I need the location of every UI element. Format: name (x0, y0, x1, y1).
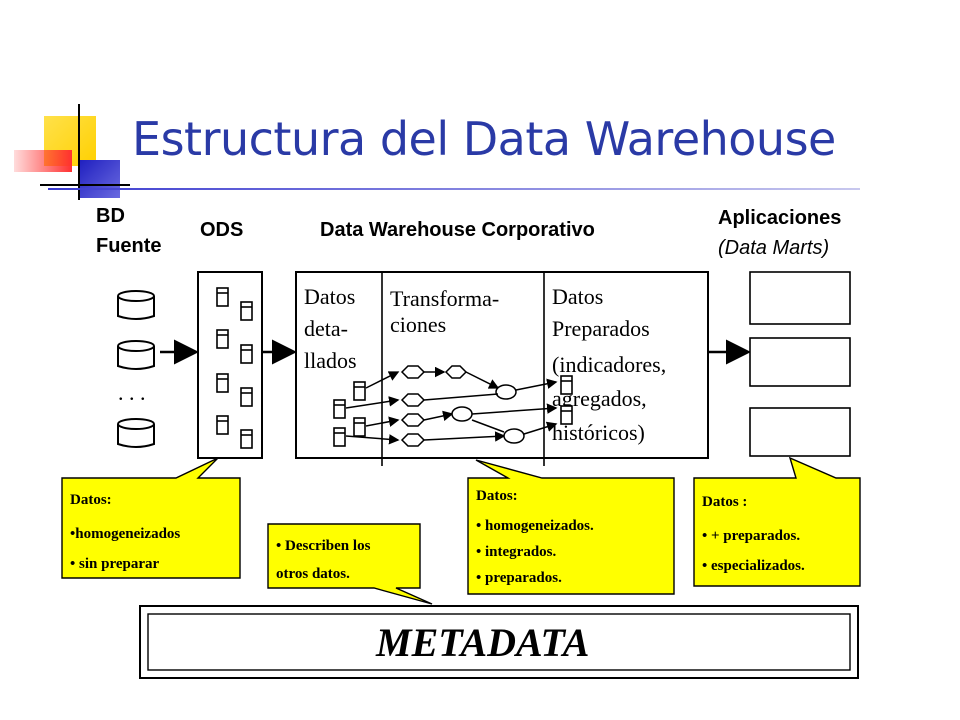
callout-dw-bubble (467, 459, 675, 595)
callout-ods-line2: •homogeneizados (70, 526, 180, 542)
header-bd-line1: BD (96, 205, 125, 227)
metadata-label: METADATA (375, 620, 589, 665)
detail-table-icons (333, 381, 366, 447)
dw-preparados-line1: Datos (552, 284, 603, 309)
header-apps-line2: (Data Marts) (718, 237, 829, 259)
header-apps-line1: Aplicaciones (718, 207, 841, 229)
data-mart-box (749, 407, 851, 457)
callout-metadata-line2: otros datos. (276, 566, 350, 582)
source-database-icon (117, 418, 155, 448)
data-mart-box (749, 337, 851, 387)
callout-apps-line2: • + preparados. (702, 528, 800, 544)
deco-horizontal-line (40, 184, 130, 186)
dw-detallados-line3: llados (304, 348, 357, 373)
dw-preparados-line3: (indicadores, (552, 352, 666, 377)
title-underline (48, 188, 860, 190)
dw-detallados-line2: deta- (304, 316, 348, 341)
callout-dw-line3: • integrados. (476, 544, 557, 560)
header-bd-line2: Fuente (96, 235, 162, 257)
data-mart-box (749, 271, 851, 325)
dw-detallados-line1: Datos (304, 284, 355, 309)
source-database-icon (117, 290, 155, 320)
callout-apps-bubble (693, 456, 861, 587)
deco-blue-square (80, 160, 120, 198)
dw-transformaciones-line2: ciones (390, 312, 446, 337)
slide-title: Estructura del Data Warehouse (132, 112, 836, 166)
metadata-bar-inner (147, 613, 851, 671)
sources-ellipsis: . . . (118, 380, 146, 405)
deco-red-square (14, 150, 72, 172)
callout-metadata-line1: • Describen los (276, 538, 371, 554)
prepared-table-icons (560, 375, 573, 425)
callout-ods-line3: • sin preparar (70, 556, 159, 572)
callout-dw-line2: • homogeneizados. (476, 518, 594, 534)
dw-transformaciones-line1: Transforma- (390, 286, 499, 311)
header-ods: ODS (200, 219, 243, 241)
callout-ods-line1: Datos: (70, 492, 112, 508)
ods-table-icons (216, 287, 253, 449)
source-database-icon (117, 340, 155, 370)
transformation-flow (345, 365, 558, 447)
callout-apps-line1: Datos : (702, 494, 747, 510)
callout-dw-line4: • preparados. (476, 570, 562, 586)
dw-preparados-line2: Preparados (552, 316, 650, 341)
callout-metadata-bubble (267, 523, 433, 605)
callout-ods-bubble (61, 457, 241, 579)
deco-vertical-line (78, 104, 80, 200)
callout-dw-line1: Datos: (476, 488, 518, 504)
callout-apps-line3: • especializados. (702, 558, 805, 574)
header-dw: Data Warehouse Corporativo (320, 219, 595, 241)
